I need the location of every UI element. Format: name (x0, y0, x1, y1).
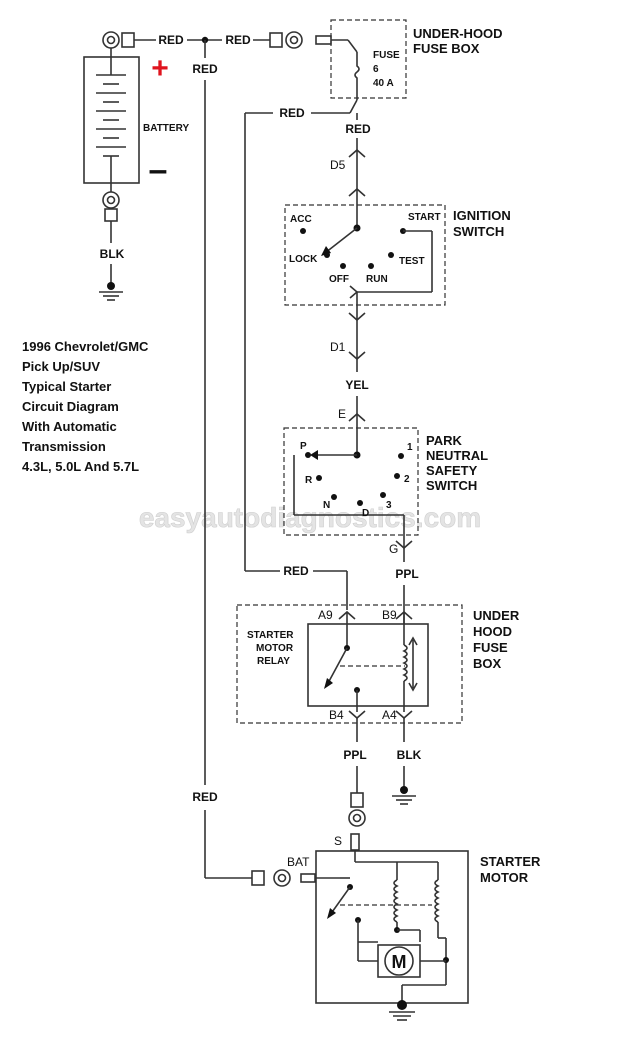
ign-lock: LOCK (289, 254, 318, 265)
relay-box-title: HOOD (473, 624, 512, 639)
pns-1: 1 (407, 442, 413, 453)
battery: BLK BATTERY + – (83, 31, 189, 301)
starter-relay (307, 623, 429, 707)
wire-label-red: RED (283, 564, 309, 578)
wire-label-ppl: PPL (395, 567, 418, 581)
starter-motor: S M (315, 833, 541, 1021)
ring-terminal-icon (285, 31, 303, 49)
pns-2: 2 (404, 474, 410, 485)
wire-label-red: RED (225, 33, 251, 47)
under-hood-fuse-box-top: FUSE 6 40 A UNDER-HOOD FUSE BOX (315, 19, 503, 114)
caption-line: Typical Starter (22, 379, 111, 394)
connector-e-icon (348, 412, 366, 422)
negative-sign: – (149, 151, 168, 189)
connector-s: S (334, 834, 342, 848)
ign-run: RUN (366, 274, 388, 285)
fuse-icon (354, 52, 360, 86)
caption-line: Pick Up/SUV (22, 359, 100, 374)
relay-box-title: BOX (473, 656, 502, 671)
motor-icon (384, 946, 414, 976)
connector-d1: D1 (330, 340, 346, 354)
wire-label-ppl: PPL (343, 748, 366, 762)
connector-d5: D5 (330, 158, 346, 172)
watermark: easyautodiagnostics.com (139, 502, 481, 533)
battery-negative-terminal-icon (102, 191, 120, 209)
pns-n: N (323, 500, 330, 511)
ignition-title: SWITCH (453, 224, 504, 239)
pns-title: SWITCH (426, 478, 477, 493)
connector-bat: BAT (287, 855, 310, 869)
relay-feed-wire: RED RED (244, 106, 350, 610)
relay-box-title: UNDER (473, 608, 520, 623)
connector-a9: A9 (318, 608, 333, 622)
connector-d5-icon (348, 148, 366, 197)
relay-label: STARTER (247, 630, 294, 641)
ign-off: OFF (329, 274, 349, 285)
pns-3: 3 (386, 500, 392, 511)
caption-line: Circuit Diagram (22, 399, 119, 414)
ign-start: START (408, 212, 441, 223)
fuse-box-title: FUSE BOX (413, 41, 480, 56)
hold-in-coil-icon (434, 879, 440, 923)
ignition-switch: ACC START LOCK TEST OFF RUN IGNITION SWI… (284, 200, 511, 306)
pns-p: P (300, 441, 307, 452)
fuse-number: 6 (373, 64, 379, 75)
battery-positive-terminal-icon (102, 31, 120, 49)
caption-line: 1996 Chevrolet/GMC (22, 339, 149, 354)
pns-title: PARK (426, 433, 462, 448)
ground-icon (99, 282, 123, 301)
pull-in-coil-icon (393, 879, 399, 923)
fuse-rating: 40 A (373, 78, 394, 89)
connector-b4: B4 (329, 708, 344, 722)
ground-icon (392, 786, 416, 805)
pns-r: R (305, 475, 313, 486)
positive-sign: + (151, 52, 169, 85)
wire-label-blk: BLK (397, 748, 422, 762)
under-hood-fuse-box-relay: A9 B9 STARTER MOTOR RELAY B4 A4 UNDER HO… (236, 604, 520, 724)
connector-e: E (338, 407, 346, 421)
fuse-box-title: UNDER-HOOD (413, 26, 503, 41)
relay-label: RELAY (257, 656, 290, 667)
battery-feed-wire: RED RED RED RED BAT (134, 31, 340, 887)
connector-a4: A4 (382, 708, 397, 722)
ign-acc: ACC (290, 214, 312, 225)
caption-line: With Automatic (22, 419, 117, 434)
diagram-caption: 1996 Chevrolet/GMC Pick Up/SUV Typical S… (22, 339, 149, 474)
caption-line: 4.3L, 5.0L And 5.7L (22, 459, 139, 474)
ignition-title: IGNITION (453, 208, 511, 223)
relay-coil-icon (402, 644, 408, 682)
park-neutral-safety-switch: P R N D 3 2 1 PARK NEUTRAL SAFETY SWITCH (283, 427, 488, 540)
ring-terminal-icon (348, 809, 366, 827)
starter-title: STARTER (480, 854, 541, 869)
relay-label: MOTOR (256, 643, 294, 654)
connector-b4-icon (348, 710, 366, 720)
relay-box-title: FUSE (473, 640, 508, 655)
pns-d: D (362, 508, 369, 519)
wire-label-red: RED (279, 106, 305, 120)
wire-label-red: RED (192, 62, 218, 76)
connector-b9: B9 (382, 608, 397, 622)
wire-label-red: RED (345, 122, 371, 136)
pns-title: NEUTRAL (426, 448, 488, 463)
starter-title: MOTOR (480, 870, 529, 885)
connector-g: G (389, 542, 398, 556)
ign-test: TEST (399, 256, 425, 267)
ring-terminal-icon (273, 869, 291, 887)
ground-icon (389, 1000, 415, 1021)
connector-d1-icon (348, 312, 366, 361)
pns-title: SAFETY (426, 463, 478, 478)
wire-label-blk: BLK (100, 247, 125, 261)
fuse-label: FUSE (373, 50, 400, 61)
motor-label: M (392, 952, 407, 972)
battery-label: BATTERY (143, 123, 189, 134)
wire-label-red: RED (158, 33, 184, 47)
wire-label-red: RED (192, 790, 218, 804)
connector-a4-icon (395, 710, 413, 720)
caption-line: Transmission (22, 439, 106, 454)
wire-label-yel: YEL (345, 378, 368, 392)
